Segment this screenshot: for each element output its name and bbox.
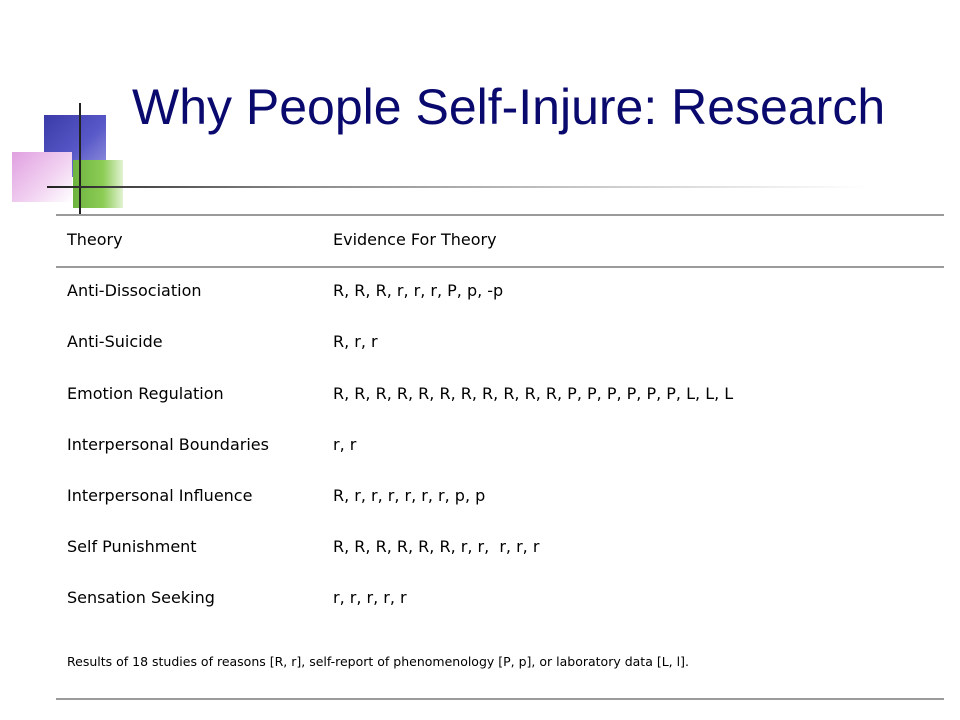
evidence-cell: r, r bbox=[333, 435, 357, 454]
evidence-cell: R, R, R, r, r, r, P, p, -p bbox=[333, 281, 504, 300]
evidence-cell: R, R, R, R, R, R, R, R, R, R, R, P, P, P… bbox=[333, 384, 734, 403]
slide-title: Why People Self-Injure: Research bbox=[132, 79, 886, 135]
table-bottom-rule bbox=[56, 698, 944, 700]
evidence-cell: r, r, r, r, r bbox=[333, 588, 407, 607]
table-footnote: Results of 18 studies of reasons [R, r],… bbox=[67, 654, 689, 669]
title-underline bbox=[47, 186, 867, 188]
theory-cell: Interpersonal Boundaries bbox=[67, 435, 269, 454]
evidence-cell: R, R, R, R, R, R, r, r, r, r, r bbox=[333, 537, 540, 556]
decorative-vertical-line bbox=[79, 103, 81, 215]
header-theory: Theory bbox=[67, 230, 123, 249]
theory-cell: Interpersonal Influence bbox=[67, 486, 253, 505]
decorative-green-square bbox=[73, 160, 123, 208]
theory-cell: Anti-Dissociation bbox=[67, 281, 202, 300]
evidence-cell: R, r, r, r, r, r, r, p, p bbox=[333, 486, 486, 505]
theory-cell: Emotion Regulation bbox=[67, 384, 224, 403]
theory-cell: Self Punishment bbox=[67, 537, 197, 556]
theory-cell: Sensation Seeking bbox=[67, 588, 215, 607]
evidence-cell: R, r, r bbox=[333, 332, 378, 351]
table-top-rule bbox=[56, 214, 944, 216]
decorative-pink-square bbox=[12, 152, 72, 202]
theory-cell: Anti-Suicide bbox=[67, 332, 163, 351]
table-header-rule bbox=[56, 266, 944, 268]
header-evidence: Evidence For Theory bbox=[333, 230, 497, 249]
